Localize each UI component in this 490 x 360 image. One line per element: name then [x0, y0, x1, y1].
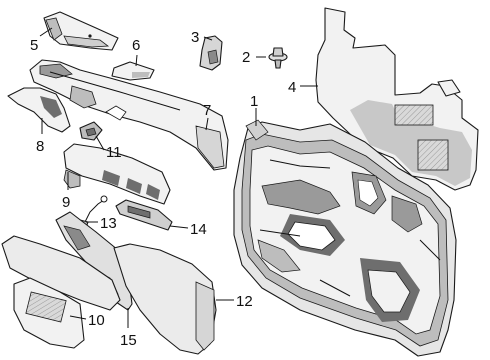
leader-lines: [39, 27, 318, 328]
leader-11: [95, 135, 105, 151]
callout-5: 5: [30, 37, 38, 54]
leader-5: [39, 27, 53, 37]
callout-labels: 1 2 3 4 5 6 7 8 9 10 11 12 13 14 15: [30, 29, 296, 349]
part-1-door-inner-panel: [233, 119, 457, 357]
part-2-push-clip: [268, 47, 288, 69]
callout-12: 12: [236, 293, 253, 310]
callout-11: 11: [106, 144, 122, 161]
callout-10: 10: [88, 312, 105, 329]
part-11-small-clip: [79, 121, 103, 141]
leader-14: [169, 225, 189, 229]
callout-14: 14: [190, 221, 207, 238]
callout-4: 4: [288, 79, 296, 96]
leader-7: [205, 117, 209, 131]
callout-9: 9: [62, 194, 70, 211]
callout-6: 6: [132, 37, 140, 54]
callout-8: 8: [36, 138, 44, 155]
part-8-panel-bracket: [7, 87, 71, 133]
part-3-mirror-trim: [199, 35, 223, 71]
part-4-insulator-pad: [315, 7, 479, 191]
leader-10: [69, 315, 87, 320]
callout-13: 13: [100, 215, 117, 232]
callout-15: 15: [120, 332, 137, 349]
callout-3: 3: [191, 29, 199, 46]
part-6-small-trim: [111, 61, 155, 81]
part-7-upper-trim-panel: [29, 59, 229, 171]
leader-6: [135, 54, 138, 67]
callout-1: 1: [250, 93, 258, 110]
part-12-armrest: [113, 243, 217, 355]
part-9-switch-panel: [63, 143, 171, 205]
part-5-switch-trim: [43, 11, 119, 51]
part-10-lower-panel: [1, 235, 121, 349]
part-14-handle-bracket: [115, 199, 173, 231]
callout-2: 2: [242, 49, 250, 66]
callout-7: 7: [203, 102, 211, 119]
leader-3: [203, 36, 213, 41]
